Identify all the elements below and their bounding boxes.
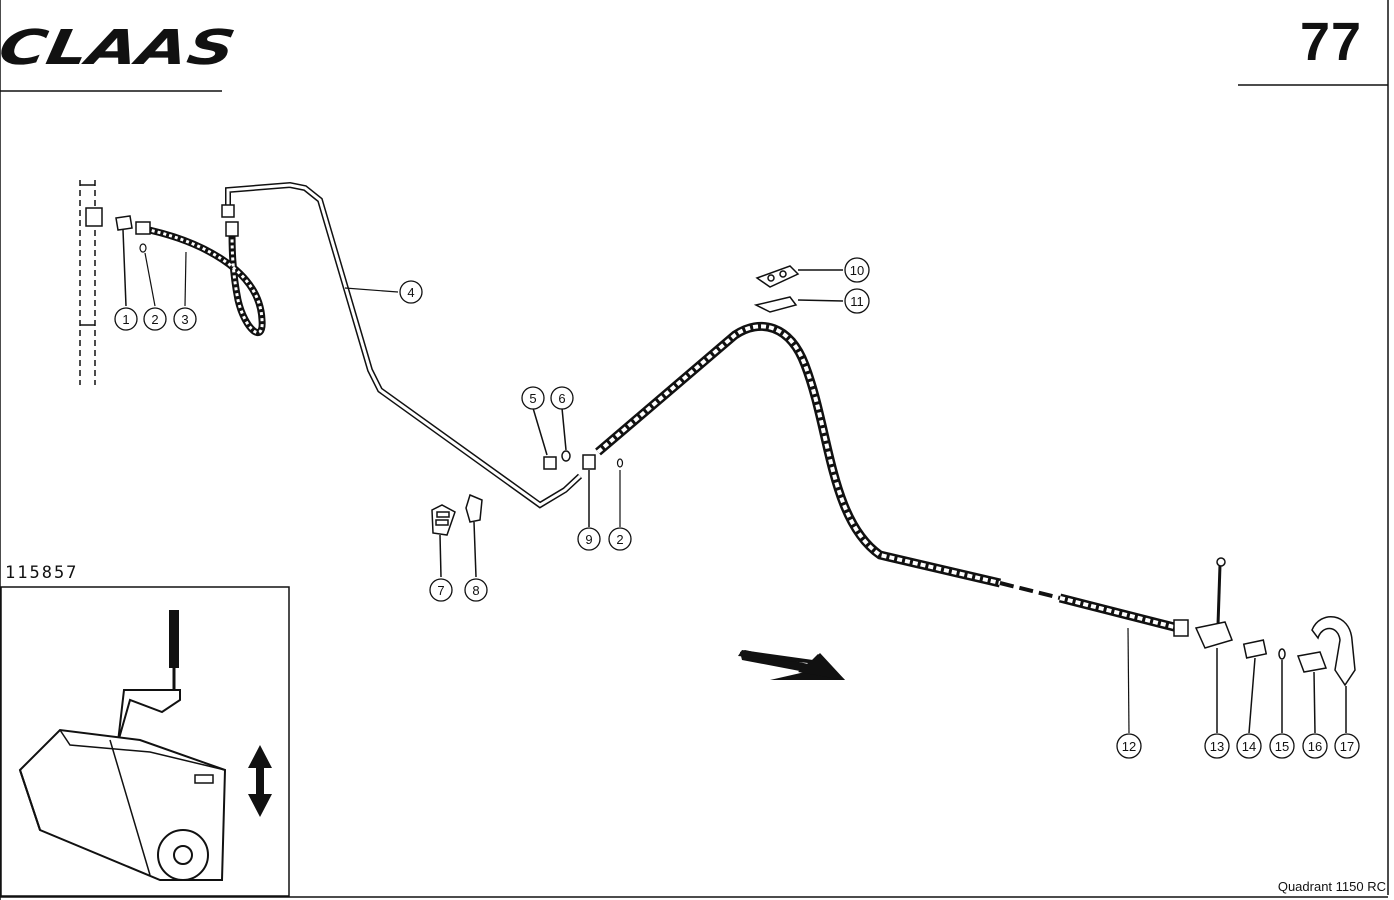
hydraulic-cylinder	[79, 180, 103, 385]
inset-overview	[0, 586, 290, 897]
part-1-fitting	[115, 215, 133, 307]
svg-text:3: 3	[181, 312, 188, 327]
part-12-hose	[595, 321, 1189, 734]
part-8-bracket	[465, 493, 483, 578]
part-11-bracket	[753, 296, 844, 313]
page-number: 77	[1300, 12, 1363, 72]
svg-text:13: 13	[1210, 739, 1224, 754]
direction-arrow-icon	[738, 650, 845, 680]
svg-text:10: 10	[850, 263, 864, 278]
part-7-clamp	[431, 504, 456, 578]
callout-2: 2	[143, 307, 167, 331]
part-6-ring	[561, 407, 571, 462]
part-15-ring	[1278, 648, 1286, 733]
part-4-pipe	[221, 181, 583, 509]
callout-6: 6	[550, 386, 574, 410]
svg-text:CLAAS: CLAAS	[0, 20, 239, 76]
svg-text:5: 5	[529, 391, 536, 406]
svg-text:12: 12	[1122, 739, 1136, 754]
model-name: Quadrant 1150 RC	[1277, 879, 1386, 894]
part-16-coupling	[1296, 651, 1328, 734]
callout-4: 4	[399, 280, 423, 304]
part-17-dust-cap	[1311, 615, 1356, 733]
svg-text:2: 2	[151, 312, 158, 327]
callout-14: 14	[1236, 733, 1262, 759]
up-down-arrow-icon	[248, 745, 272, 817]
svg-text:6: 6	[558, 391, 565, 406]
callout-2-lower: 2	[608, 527, 632, 551]
part-2-seal-lower	[616, 458, 624, 527]
svg-text:11: 11	[850, 294, 864, 309]
svg-text:14: 14	[1242, 739, 1256, 754]
svg-text:16: 16	[1308, 739, 1322, 754]
callout-layer: 1 2 3 4 5 6 7 8 9 2 10 11 12 13 14 15 16…	[114, 257, 1360, 759]
svg-text:2: 2	[616, 532, 623, 547]
callout-3: 3	[173, 307, 197, 331]
part-14-sleeve	[1242, 639, 1268, 734]
callout-8: 8	[464, 578, 488, 602]
drawing-id: 115857	[5, 563, 79, 583]
svg-text:8: 8	[472, 583, 479, 598]
svg-text:7: 7	[437, 583, 444, 598]
part-3-hose	[135, 221, 266, 337]
callout-16: 16	[1302, 733, 1328, 759]
callout-11: 11	[844, 288, 870, 314]
callout-13: 13	[1204, 733, 1230, 759]
part-10-clamp	[755, 265, 843, 288]
inset-cylinder	[169, 610, 179, 668]
svg-text:4: 4	[407, 285, 414, 300]
part-13-valve	[1194, 557, 1233, 733]
part-9-fitting	[582, 454, 596, 527]
callout-5: 5	[521, 386, 545, 410]
callout-7: 7	[429, 578, 453, 602]
svg-text:9: 9	[585, 532, 592, 547]
callout-9: 9	[577, 527, 601, 551]
callout-17: 17	[1334, 733, 1360, 759]
callout-12: 12	[1116, 733, 1142, 759]
svg-text:17: 17	[1340, 739, 1354, 754]
part-2-seal	[139, 243, 156, 307]
svg-text:15: 15	[1275, 739, 1289, 754]
callout-10: 10	[844, 257, 870, 283]
callout-1: 1	[114, 307, 138, 331]
part-5-nut	[532, 407, 557, 470]
svg-text:1: 1	[122, 312, 129, 327]
callout-15: 15	[1269, 733, 1295, 759]
claas-logo: CLAAS	[0, 20, 239, 76]
